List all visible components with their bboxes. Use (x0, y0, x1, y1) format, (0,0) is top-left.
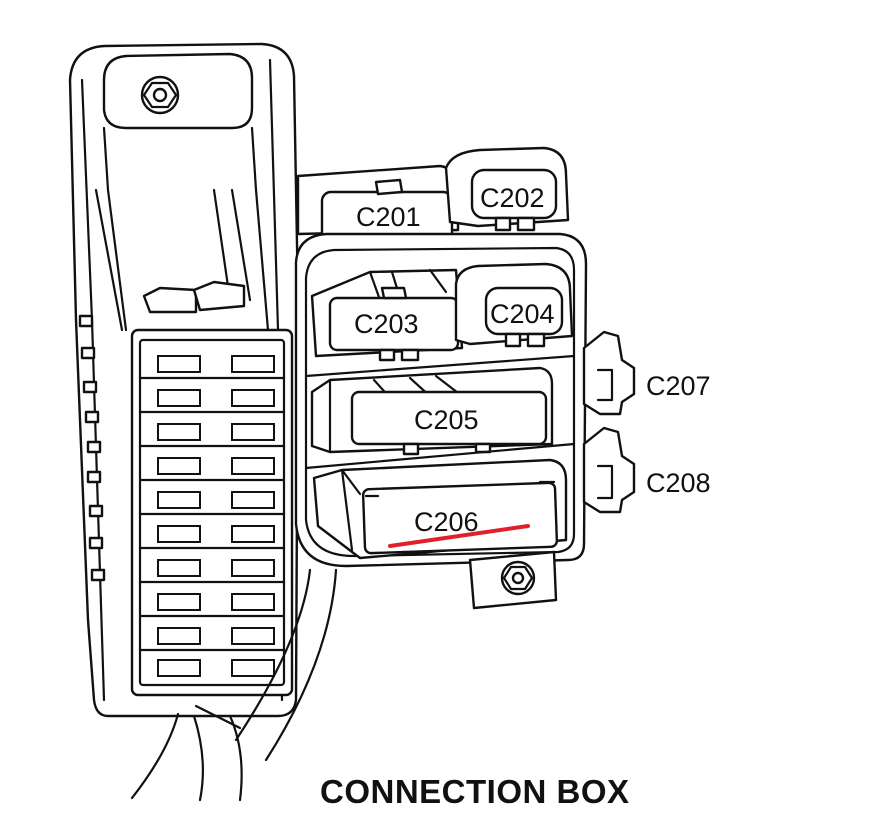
c207-connector (582, 330, 636, 416)
wiring-harness (130, 568, 338, 802)
label-c207: C207 (646, 371, 711, 401)
connector-box (294, 146, 636, 610)
label-c208: C208 (646, 468, 711, 498)
diagram-title: CONNECTION BOX (320, 773, 630, 810)
label-c203: C203 (354, 309, 419, 339)
bolt-icon (140, 75, 180, 115)
label-c204: C204 (490, 299, 555, 329)
label-c205: C205 (414, 405, 479, 435)
c208-connector (582, 426, 636, 514)
bolt-icon (500, 560, 536, 596)
fuse-block (68, 42, 300, 718)
label-c206: C206 (414, 507, 479, 537)
label-c202: C202 (480, 183, 545, 213)
c206-highlight-underline (388, 524, 530, 548)
label-c201: C201 (356, 202, 421, 232)
fuse-rows (138, 355, 286, 677)
